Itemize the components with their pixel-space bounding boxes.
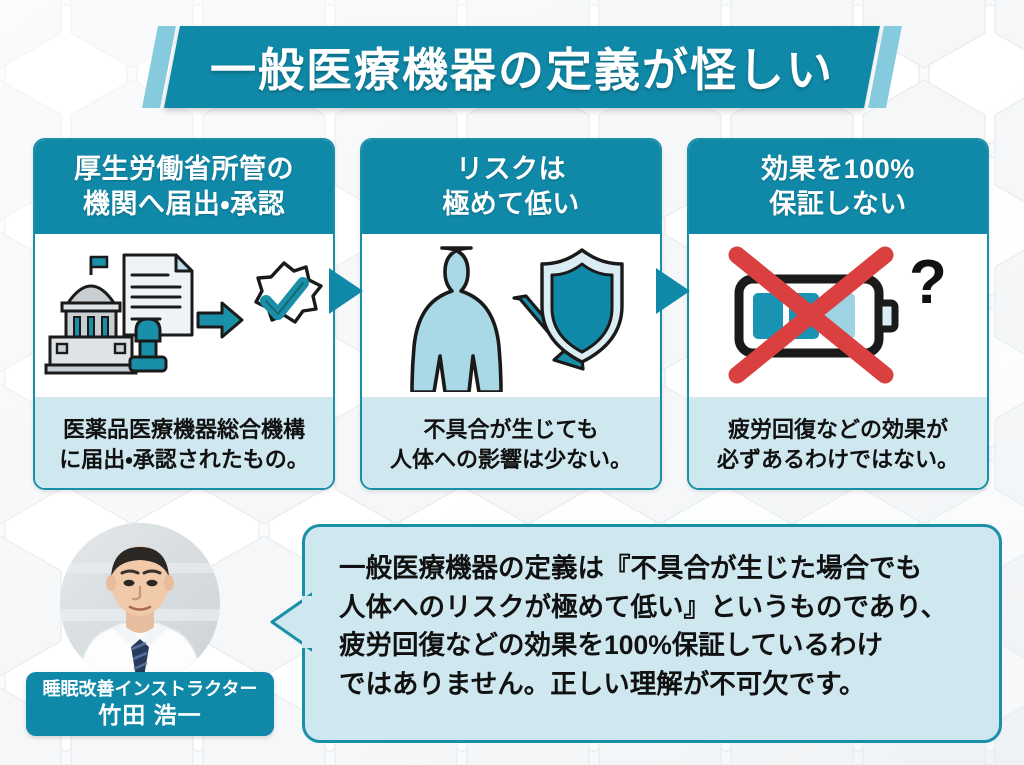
card-1-header: 厚生労働省所管の 機関へ届出・承認 [35,140,333,234]
card-3-caption: 疲労回復などの効果が 必ずあるわけではない。 [689,397,987,488]
card-1-header-line-2: 機関へ届出・承認 [82,189,286,219]
card-2-header-line-1: リスクは [456,154,566,185]
question-mark-icon: ? [909,248,947,317]
card-1-caption-line-2: に届出・承認されたもの。 [59,446,309,472]
human-body-icon [410,245,503,392]
bubble-line-2: 人体へのリスクが極めて低い』というものであり、 [339,591,948,622]
bubble-line-3: 疲労回復などの効果を100%保証しているわけ [339,630,883,661]
speech-bubble-tail [270,592,312,652]
red-cross-out-icon [728,246,894,383]
card-1-caption-line-1: 医薬品医療機器総合機構 [62,416,305,442]
card-row: 厚生労働省所管の 機関へ届出・承認 [0,138,1024,493]
card-notification-approval[interactable]: 厚生労働省所管の 機関へ届出・承認 [33,138,335,490]
card-no-guarantee[interactable]: 効果を100% 保証しない [687,138,989,490]
card-2-caption: 不具合が生じても 人体への影響は少ない。 [362,397,660,488]
government-approval-icon [44,253,323,374]
card-3-illustration: ? [689,234,987,397]
arrow-card1-to-card2 [329,268,363,314]
card-3-caption-line-1: 疲労回復などの効果が [727,416,948,442]
card-1-illustration [35,234,333,397]
card-2-header-line-2: 極めて低い [442,189,580,219]
speaker-name-badge: 睡眠改善インストラクター 竹田 浩一 [26,672,274,736]
arrow-card2-to-card3 [656,268,690,314]
right-arrow-icon [196,301,244,338]
speech-bubble: 一般医療機器の定義は『不具合が生じた場合でも 人体へのリスクが極めて低い』という… [302,524,1002,743]
stamp-icon [128,316,168,372]
bubble-line-4: ではありません。正しい理解が不可欠です。 [339,669,866,700]
body-shield-icon [410,245,624,392]
battery-crossed-question-icon: ? [728,246,947,383]
card-1-caption: 医薬品医療機器総合機構 に届出・承認されたもの。 [35,397,333,488]
shield-icon [540,247,624,364]
speaker-avatar-wrap [48,523,274,683]
page-title: 一般医療機器の定義が怪しい [210,44,834,96]
verified-check-icon [254,260,323,324]
avatar [60,523,220,683]
bubble-line-1: 一般医療機器の定義は『不具合が生じた場合でも [339,553,922,583]
speaker-photo-icon [60,523,220,683]
card-2-caption-line-2: 人体への影響は少ない。 [389,446,632,472]
card-3-caption-line-2: 必ずあるわけではない。 [716,446,959,472]
document-icon [122,253,194,336]
title-banner: 一般医療機器の定義が怪しい [0,26,1024,108]
card-2-header: リスクは 極めて低い [362,140,660,234]
card-2-caption-line-1: 不具合が生じても [423,416,599,442]
card-1-header-line-1: 厚生労働省所管の [74,154,294,185]
card-3-header-line-1: 効果を100% [761,154,915,185]
card-3-header-line-2: 保証しない [769,189,907,219]
card-3-header: 効果を100% 保証しない [689,140,987,234]
government-building-icon [44,255,138,374]
card-low-risk[interactable]: リスクは 極めて低い [360,138,662,490]
speaker-name: 竹田 浩一 [98,701,202,728]
speaker-role: 睡眠改善インストラクター [42,679,258,699]
card-2-illustration [362,234,660,397]
